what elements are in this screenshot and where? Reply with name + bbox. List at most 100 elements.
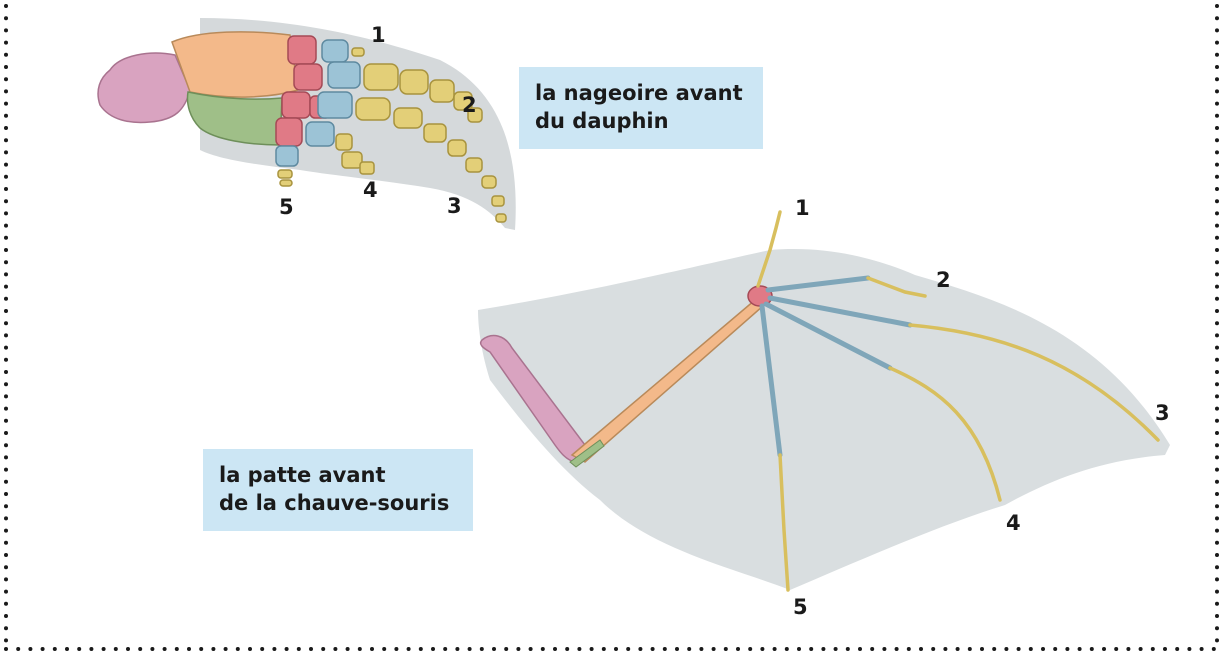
border-dot (1175, 647, 1179, 651)
border-dot (4, 272, 8, 276)
border-dot (1215, 163, 1219, 167)
border-dot (4, 419, 8, 423)
border-dot (516, 647, 520, 651)
border-dot (53, 647, 57, 651)
border-dot (895, 647, 899, 651)
border-dot (834, 647, 838, 651)
border-dot (1215, 309, 1219, 313)
bat-digit-label-1: 1 (795, 198, 810, 219)
border-dot (565, 647, 569, 651)
border-dot (4, 455, 8, 459)
dolphin-humerus (98, 53, 190, 122)
border-dot (870, 647, 874, 651)
border-dot (699, 647, 703, 651)
border-dot (394, 647, 398, 651)
border-dot (1215, 565, 1219, 569)
border-dot (4, 553, 8, 557)
dolphin-digit-label-5: 5 (279, 197, 294, 218)
border-dot (797, 647, 801, 651)
border-dot (138, 647, 142, 651)
border-dot (187, 647, 191, 651)
border-dot (285, 647, 289, 651)
border-dot (4, 114, 8, 118)
border-dot (614, 647, 618, 651)
border-dot (4, 577, 8, 581)
border-dot (126, 647, 130, 651)
caption-bat-line-1: la patte avant (219, 461, 457, 489)
border-dot (943, 647, 947, 651)
border-dot (65, 647, 69, 651)
border-dot (4, 480, 8, 484)
dolphin-digit-label-1: 1 (371, 25, 386, 46)
border-dot (4, 468, 8, 472)
border-dot (4, 614, 8, 618)
border-dot (1215, 516, 1219, 520)
border-dot (4, 16, 8, 20)
border-dot (1215, 248, 1219, 252)
border-dot (4, 187, 8, 191)
border-dot (4, 647, 8, 651)
border-dot (492, 647, 496, 651)
border-dot (748, 647, 752, 651)
border-dot (1090, 647, 1094, 651)
border-dot (41, 647, 45, 651)
border-dot (1151, 647, 1155, 651)
border-dot (4, 407, 8, 411)
border-dot (1215, 138, 1219, 142)
border-dot (724, 647, 728, 651)
border-dot (4, 236, 8, 240)
border-dot (846, 647, 850, 651)
border-dot (1215, 175, 1219, 179)
border-dot (224, 647, 228, 651)
border-dot (1215, 126, 1219, 130)
dolphin-digit-label-3: 3 (447, 196, 462, 217)
border-dot (687, 647, 691, 651)
border-dot (358, 647, 362, 651)
dolphin-digit-label-2: 2 (462, 95, 477, 116)
border-dot (4, 431, 8, 435)
border-dot (1102, 647, 1106, 651)
border-dot (1215, 358, 1219, 362)
border-dot (4, 138, 8, 142)
border-dot (1163, 647, 1167, 651)
border-dot (211, 647, 215, 651)
border-dot (1200, 647, 1204, 651)
border-dot (1215, 638, 1219, 642)
border-dot (1041, 647, 1045, 651)
border-dot (4, 541, 8, 545)
border-dot (1215, 260, 1219, 264)
border-dot (4, 150, 8, 154)
border-dot (333, 647, 337, 651)
border-dot (675, 647, 679, 651)
border-dot (1126, 647, 1130, 651)
border-dot (1212, 647, 1216, 651)
border-dot (785, 647, 789, 651)
border-dot (1215, 614, 1219, 618)
border-dot (272, 647, 276, 651)
border-dot (89, 647, 93, 651)
border-dot (4, 309, 8, 313)
border-dot (760, 647, 764, 651)
border-dot (956, 647, 960, 651)
border-dot (4, 590, 8, 594)
border-dot (431, 647, 435, 651)
border-dot (4, 370, 8, 374)
border-dot (4, 443, 8, 447)
border-dot (602, 647, 606, 651)
border-dot (4, 504, 8, 508)
border-dot (1215, 187, 1219, 191)
dolphin-digit-label-4: 4 (363, 180, 378, 201)
border-dot (1215, 529, 1219, 533)
caption-dolphin-flipper: la nageoire avant du dauphin (519, 67, 763, 149)
border-dot (553, 647, 557, 651)
border-dot (1215, 4, 1219, 8)
border-dot (1017, 647, 1021, 651)
border-dot (4, 394, 8, 398)
border-dot (480, 647, 484, 651)
border-dot (346, 647, 350, 651)
border-dot (163, 647, 167, 651)
border-dot (4, 224, 8, 228)
border-dot (1215, 468, 1219, 472)
border-dot (28, 647, 32, 651)
border-dot (468, 647, 472, 651)
